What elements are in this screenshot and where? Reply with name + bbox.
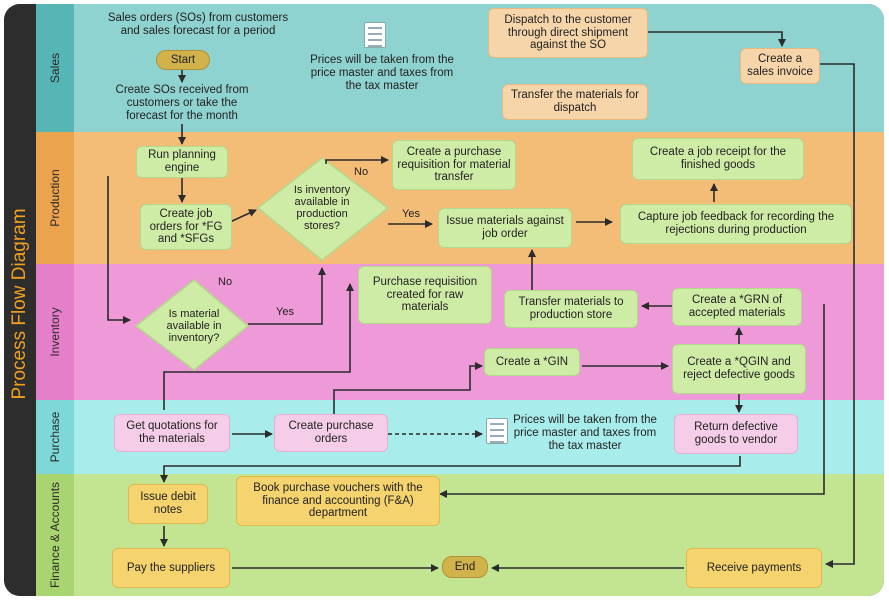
capture-feedback-box: Capture job feedback for recording the r… — [620, 204, 852, 244]
decision-prod-shape — [256, 156, 390, 262]
document-icon — [364, 22, 386, 48]
transfer-store-box: Transfer materials to production store — [504, 290, 638, 328]
decision-prod-no: No — [354, 166, 369, 178]
grn-box: Create a *GRN of accepted materials — [672, 288, 802, 326]
sales-invoice-box: Create a sales invoice — [740, 48, 820, 84]
job-orders-box: Create job orders for *FG and *SFGs — [140, 204, 232, 250]
diagram-frame: Process Flow Diagram Sales Production In… — [4, 4, 884, 596]
decision-prod-text: Is inventory available in production sto… — [293, 183, 351, 233]
qgin-box: Create a *QGIN and reject defective good… — [672, 344, 806, 394]
job-receipt-box: Create a job receipt for the finished go… — [632, 138, 804, 180]
transfer-dispatch-box: Transfer the materials for dispatch — [502, 84, 648, 120]
run-planning-box: Run planning engine — [136, 146, 228, 178]
decision-inv-no: No — [218, 276, 233, 288]
quotations-box: Get quotations for the materials — [114, 414, 230, 452]
sales-intro: Sales orders (SOs) from customers and sa… — [107, 12, 289, 37]
gin-box: Create a *GIN — [484, 348, 580, 376]
receive-payments-box: Receive payments — [686, 548, 822, 588]
purchase-requisition-box: Create a purchase requisition for materi… — [392, 140, 516, 190]
decision-inv-yes: Yes — [276, 306, 294, 318]
start-node: Start — [156, 50, 210, 70]
pr-raw-box: Purchase requisition created for raw mat… — [358, 266, 492, 324]
sales-prices-note: Prices will be taken from the price mast… — [310, 54, 454, 92]
pay-suppliers-box: Pay the suppliers — [112, 548, 230, 588]
return-box: Return defective goods to vendor — [674, 414, 798, 454]
decision-prod-yes: Yes — [402, 208, 420, 220]
create-po-box: Create purchase orders — [274, 414, 388, 452]
dispatch-box: Dispatch to the customer through direct … — [488, 8, 648, 58]
issue-materials-box: Issue materials against job order — [438, 208, 572, 248]
decision-inv-text: Is material available in inventory? — [166, 307, 222, 345]
purchase-document-icon — [486, 418, 508, 444]
debit-notes-box: Issue debit notes — [128, 484, 208, 524]
title-bar: Process Flow Diagram — [4, 4, 36, 596]
decision-inv-shape — [134, 278, 250, 372]
create-sos-text: Create SOs received from customers or ta… — [115, 84, 249, 122]
end-node: End — [442, 556, 488, 578]
purchase-prices-note: Prices will be taken from the price mast… — [513, 414, 657, 452]
book-vouchers-box: Book purchase vouchers with the finance … — [236, 476, 440, 526]
connectors — [107, 31, 855, 572]
